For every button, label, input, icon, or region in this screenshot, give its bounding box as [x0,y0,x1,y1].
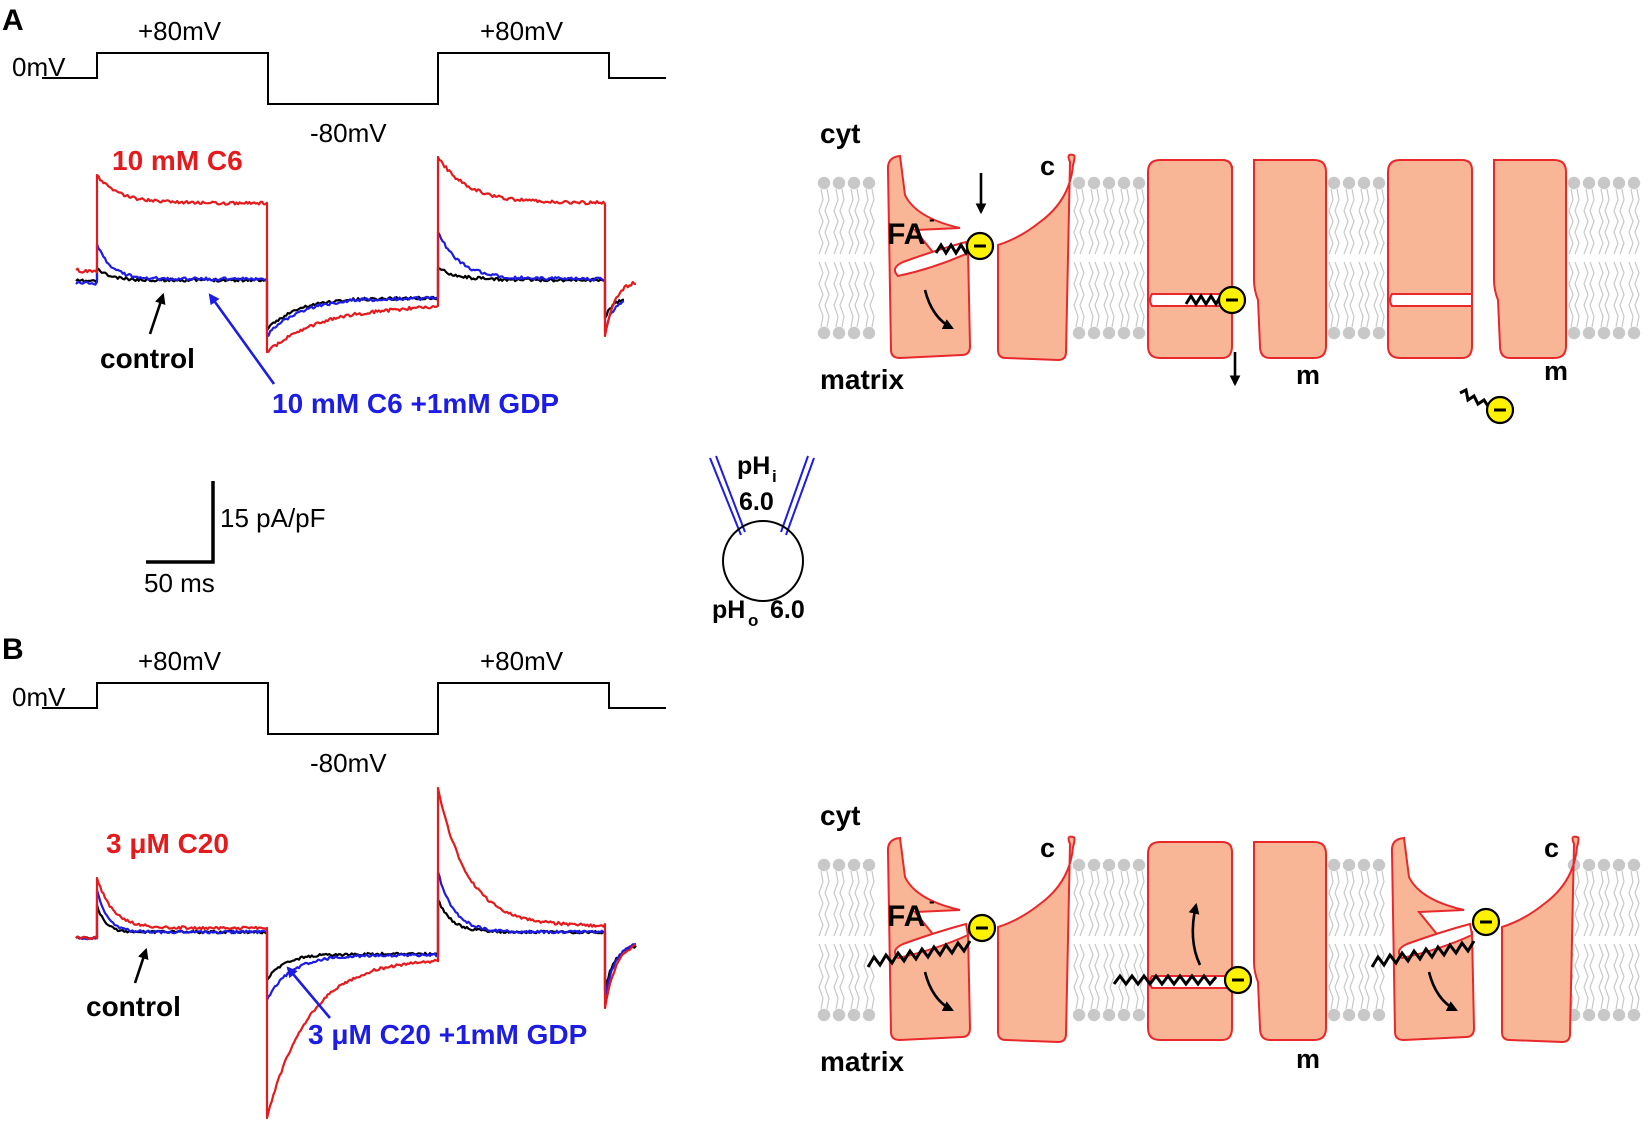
panel-a-m1-right-subunit [1253,159,1327,359]
panel-b-label-c20: 3 μM C20 [106,828,229,859]
panel-b-c2-channel [1397,922,1474,960]
panel-a-lipid-bilayer [817,176,1641,340]
panel-b-label-minus80: -80mV [310,748,387,778]
scale-bar-current-label: 15 pA/pF [220,503,326,533]
panel-b-c1-right-subunit [997,835,1076,1044]
panel-a-ucp-c-state: FA - [886,153,1076,362]
panel-b-fatty-acid-tail-2 [1112,973,1218,987]
panel-b-trace-c20-gdp [75,870,637,1002]
panel-a-m-label-2: m [1544,356,1568,386]
panel-b-trace-c20 [75,786,637,1120]
panel-a-control-pointer-arrow [148,292,166,335]
panel-b-label-control: control [86,991,181,1022]
scale-bar-lines [146,481,215,564]
panel-a-label-plus80-first: +80mV [138,16,222,46]
panel-a-fatty-acid-tail-1 [934,242,972,256]
panel-a-gdp-pointer-arrow [208,293,276,385]
panel-b-matrix-label: matrix [820,1046,904,1077]
panel-a-m-label-1: m [1296,360,1320,390]
panel-a-c-state-channel [893,240,970,278]
patch-pipette-diagram: pH i 6.0 pH o 6.0 [709,452,815,630]
ph-internal-prefix: pH [737,452,770,480]
panel-a-cyt-label: cyt [820,118,860,149]
panel-a-flip-arrow [923,289,954,330]
panel-b-label-plus80-first: +80mV [138,646,222,676]
panel-a-label-0mv: 0mV [12,52,66,82]
panel-b-fa-label: FA [887,900,925,933]
panel-a-fa-superscript: - [929,210,935,229]
panel-a-fatty-acid-tail-2 [1184,293,1222,307]
panel-b-m-label: m [1296,1044,1320,1074]
panel-b-ucp-c-state-1: FA - [866,835,1076,1044]
panel-b-ucp-m-state [1112,841,1327,1041]
panel-a-voltage-protocol: 0mV +80mV +80mV -80mV [12,16,666,148]
panel-a-matrix-label: matrix [820,364,904,395]
panel-a-trace-c6-gdp [75,230,625,338]
panel-a-m2-left-body [1387,159,1473,359]
panel-b-fa-superscript: - [929,892,935,911]
panel-a-label-c6-gdp: 10 mM C6 +1mM GDP [272,388,559,419]
ph-external-prefix: pH [712,596,745,624]
panel-b-label-0mv: 0mV [12,682,66,712]
cell-outline [722,520,804,602]
ph-external-subscript: o [748,611,758,630]
panel-b-lipid-bilayer [817,858,1641,1022]
panel-b-c2-right-subunit [1501,835,1580,1044]
panel-b-ucp-c-state-2 [1370,835,1580,1044]
panel-b-m-right-subunit [1253,841,1327,1041]
panel-b-protocol-trace [42,682,666,735]
panel-a-membrane-schematic: FA - [817,118,1641,425]
panel-b-label-c20-gdp: 3 μM C20 +1mM GDP [308,1019,587,1050]
panel-b-letter: B [2,633,24,666]
pipette-right-outer [785,457,815,536]
panel-b-fatty-acid-tail-3 [1370,940,1476,968]
panel-a-ucp-m-state-2 [1387,159,1567,425]
panel-a-label-minus80: -80mV [310,118,387,148]
panel-b-c-label-2: c [1544,833,1559,863]
panel-a-label-control: control [100,343,195,374]
panel-b-flip-arrow-3 [1427,971,1458,1012]
panel-b-current-traces [75,786,637,1120]
panel-a-label-plus80-second: +80mV [480,16,564,46]
scale-bar: 15 pA/pF 50 ms [144,481,326,598]
pipette-right-inner [780,455,809,533]
panel-a-current-traces [75,155,637,354]
panel-a-c-label: c [1040,151,1055,181]
panel-a-letter: A [2,4,24,37]
panel-b-c1-channel [893,922,970,960]
panel-a: A 0mV +80mV +80mV -80mV 10 mM C6 control… [2,4,1641,598]
panel-a-ucp-m-state-1 [1147,159,1327,387]
panel-b-voltage-protocol: 0mV +80mV +80mV -80mV [12,646,666,778]
panel-b-m-left-body [1147,841,1233,1041]
panel-b-cyt-label: cyt [820,800,860,831]
panel-a-m2-right-subunit [1493,159,1567,359]
panel-a-trace-c6 [75,155,637,354]
panel-a-fatty-acid-tail-3 [1459,387,1490,407]
panel-a-c-state-right-subunit [997,153,1076,362]
panel-b-c-label-1: c [1040,833,1055,863]
panel-b-membrane-schematic: FA - [817,800,1641,1077]
ph-external-value: 6.0 [770,596,805,624]
ph-internal-value: 6.0 [739,488,774,516]
pipette-left-inner [715,455,746,533]
panel-a-label-c6: 10 mM C6 [112,145,243,176]
panel-b: B 0mV +80mV +80mV -80mV 3 μM C20 control… [2,633,1641,1120]
panel-a-protocol-trace [42,52,666,105]
panel-a-m1-left-body [1147,159,1233,359]
panel-b-gdp-pointer-arrow [286,966,331,1019]
panel-b-fatty-acid-tail-1 [866,940,972,968]
panel-a-fa-label: FA [887,218,925,251]
panel-b-label-plus80-second: +80mV [480,646,564,676]
scale-bar-time-label: 50 ms [144,568,215,598]
pipette-left-outer [709,457,742,536]
panel-a-m2-channel [1389,293,1473,307]
panel-b-control-pointer-arrow [133,947,149,984]
ph-internal-subscript: i [772,467,777,486]
panel-b-flip-arrow-1 [923,971,954,1012]
panel-b-flip-arrow-2 [1188,902,1202,966]
